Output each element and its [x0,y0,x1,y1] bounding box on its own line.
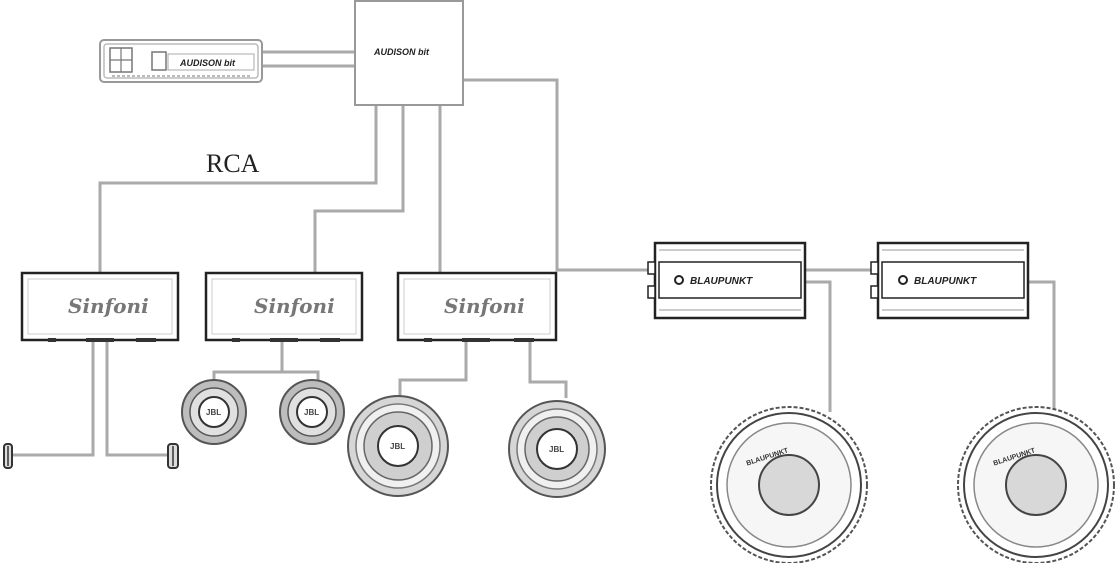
amplifier-1-brand: Sinfoni [68,294,149,318]
wire-processor-monoamp1 [462,78,655,272]
midwoofer-right: JBL [508,400,606,498]
wire-processor-amp2 [313,105,405,273]
wire-amp1-tweeter-left [12,340,95,457]
amplifier-3-brand: Sinfoni [444,294,525,318]
amplifier-3: Sinfoni [396,271,558,342]
tweeter-left [3,443,13,469]
head-unit-knob-icon [151,51,167,71]
wire-monoamp1-sub [805,280,832,412]
wire-amp2-mids [212,340,320,382]
wire-rca-amp1 [98,105,378,273]
mono-amplifier-2-logo-icon [898,275,908,285]
mono-amplifier-2-brand: BLAUPUNKT [914,276,977,287]
mono-amplifier-1-brand: BLAUPUNKT [690,276,753,287]
subwoofer-right: BLAUPUNKT [957,406,1115,563]
head-unit-brand: AUDISON bit [179,58,236,68]
amplifier-2-brand: Sinfoni [254,294,335,318]
mid-speaker-left: JBL [181,379,247,445]
wires [12,50,1056,457]
wire-amp3-midwoofer-left [398,340,468,398]
rca-label: RCA [206,149,260,178]
amplifier-1: Sinfoni [20,271,180,342]
amplifier-2: Sinfoni [204,271,364,342]
midwoofer-right-brand: JBL [549,445,564,454]
head-unit: AUDISON bit [99,39,263,83]
mono-amplifier-1: BLAUPUNKT [647,241,807,320]
mono-amplifier-1-logo-icon [674,275,684,285]
mid-speaker-right-brand: JBL [304,408,319,417]
mono-amplifier-2: BLAUPUNKT [870,241,1030,320]
processor: AUDISON bit [354,0,464,106]
tweeter-right [167,443,179,469]
wire-amp3-midwoofer-right [528,340,568,398]
midwoofer-left-brand: JBL [390,442,405,451]
wire-monoamp2-sub [1028,280,1056,410]
mid-speaker-right: JBL [279,379,345,445]
mid-speaker-left-brand: JBL [206,408,221,417]
midwoofer-left: JBL [347,395,449,497]
subwoofer-left: BLAUPUNKT [710,406,868,563]
wire-amp1-tweeter-right [105,340,168,457]
processor-label: AUDISON bit [373,47,430,57]
